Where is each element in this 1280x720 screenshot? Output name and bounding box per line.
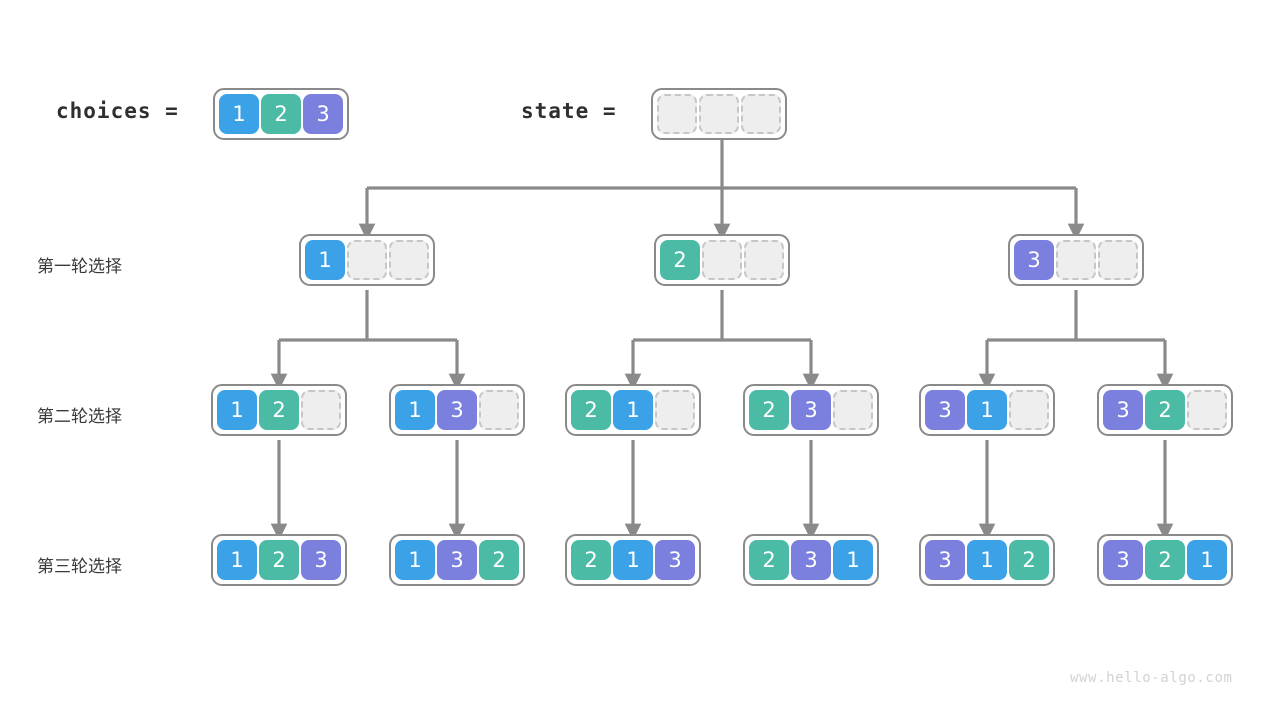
r2n6-cell-empty <box>1187 390 1227 430</box>
r3n1-cell-1: 1 <box>217 540 257 580</box>
r3n2-cell-3: 3 <box>437 540 477 580</box>
r2n2-cell-1: 1 <box>395 390 435 430</box>
r3n2-cell-1: 1 <box>395 540 435 580</box>
r2n6-cell-3: 3 <box>1103 390 1143 430</box>
r2n1-cell-empty <box>301 390 341 430</box>
r3n1-cell-2: 2 <box>259 540 299 580</box>
state-array <box>651 88 787 140</box>
r3n3-cell-3: 3 <box>655 540 695 580</box>
choices-cell-3: 3 <box>303 94 343 134</box>
r2n3-cell-empty <box>655 390 695 430</box>
r2n4-cell-3: 3 <box>791 390 831 430</box>
r1n3-cell-empty <box>1056 240 1096 280</box>
r2n5-cell-1: 1 <box>967 390 1007 430</box>
r3n3-cell-2: 2 <box>571 540 611 580</box>
row-label-round-1: 第一轮选择 <box>37 257 122 276</box>
r1n1-cell-empty <box>347 240 387 280</box>
r3n5-cell-1: 1 <box>967 540 1007 580</box>
r1n3-cell-3: 3 <box>1014 240 1054 280</box>
r2n2-cell-empty <box>479 390 519 430</box>
r3n4-cell-1: 1 <box>833 540 873 580</box>
r2n5-cell-empty <box>1009 390 1049 430</box>
r3n2-cell-2: 2 <box>479 540 519 580</box>
r1n2-cell-empty <box>702 240 742 280</box>
state-array-round-1-node-2: 2 <box>654 234 790 286</box>
watermark: www.hello-algo.com <box>1070 670 1233 686</box>
state-array-round-1-node-3: 3 <box>1008 234 1144 286</box>
r3n3-cell-1: 1 <box>613 540 653 580</box>
r3n5-cell-2: 2 <box>1009 540 1049 580</box>
r1n1-cell-1: 1 <box>305 240 345 280</box>
choices-cell-2: 2 <box>261 94 301 134</box>
r2n4-cell-2: 2 <box>749 390 789 430</box>
r3n4-cell-3: 3 <box>791 540 831 580</box>
r1n2-cell-empty <box>744 240 784 280</box>
choices-label: choices = <box>56 99 179 123</box>
r2n3-cell-2: 2 <box>571 390 611 430</box>
r2n2-cell-3: 3 <box>437 390 477 430</box>
r3n6-cell-1: 1 <box>1187 540 1227 580</box>
state-array-round-1-node-1: 1 <box>299 234 435 286</box>
state-label: state = <box>521 99 617 123</box>
r1n3-cell-empty <box>1098 240 1138 280</box>
r3n5-cell-3: 3 <box>925 540 965 580</box>
r2n1-cell-1: 1 <box>217 390 257 430</box>
r1n1-cell-empty <box>389 240 429 280</box>
r2n6-cell-2: 2 <box>1145 390 1185 430</box>
row-label-round-3: 第三轮选择 <box>37 557 122 576</box>
r2n5-cell-3: 3 <box>925 390 965 430</box>
r3n6-cell-2: 2 <box>1145 540 1185 580</box>
choices-cell-1: 1 <box>219 94 259 134</box>
r3n4-cell-2: 2 <box>749 540 789 580</box>
r2n4-cell-empty <box>833 390 873 430</box>
state-cell-empty <box>657 94 697 134</box>
state-cell-empty <box>699 94 739 134</box>
r2n3-cell-1: 1 <box>613 390 653 430</box>
r2n1-cell-2: 2 <box>259 390 299 430</box>
r3n1-cell-3: 3 <box>301 540 341 580</box>
state-cell-empty <box>741 94 781 134</box>
r1n2-cell-2: 2 <box>660 240 700 280</box>
row-label-round-2: 第二轮选择 <box>37 407 122 426</box>
r3n6-cell-3: 3 <box>1103 540 1143 580</box>
